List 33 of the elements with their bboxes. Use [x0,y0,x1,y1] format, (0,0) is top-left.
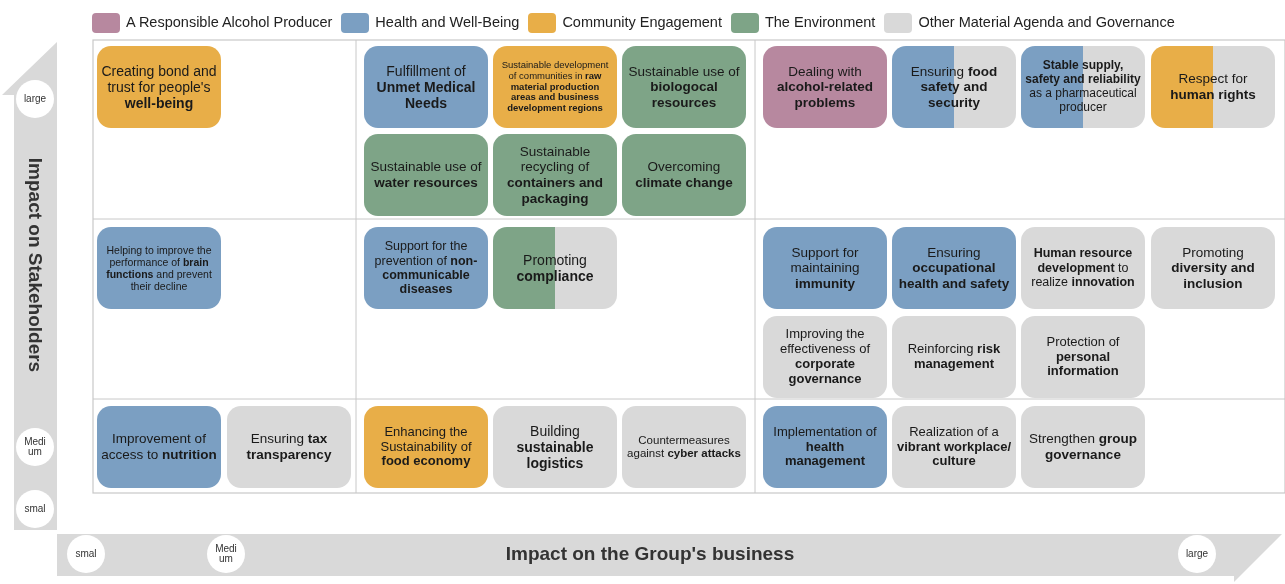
agenda-box: Strengthen group governance [1021,406,1145,488]
agenda-box: Improving the effectiveness of corporate governance [763,316,887,398]
agenda-box: Helping to improve the performance of brain functions and prevent their decline [97,227,221,309]
axis-title: Impact on the Group's business [505,541,795,566]
agenda-box: Improvement of access to nutrition [97,406,221,488]
agenda-box: Enhancing the Sustainability of food economy [364,406,488,488]
axis-title: Impact on Stakeholders [24,157,48,373]
agenda-box: Sustainable development of communities in raw material production areas and business development regions [493,46,617,128]
agenda-box: Dealing with alcohol-related problems [763,46,887,128]
agenda-box: Ensuring occupational health and safety [892,227,1016,309]
legend-label: The Environment [764,13,876,32]
agenda-box: Sustainable use of biologocal resources [622,46,746,128]
agenda-box: Implementation of health management [763,406,887,488]
agenda-box: Fulfillment of Unmet Medical Needs [364,46,488,128]
legend-label: Health and Well-Being [375,13,520,32]
agenda-box: Creating bond and trust for people's well-being [97,46,221,128]
agenda-box: Reinforcing risk management [892,316,1016,398]
agenda-box: Human resource development to realize innovation [1021,227,1145,309]
agenda-box: Promoting compliance [493,227,617,309]
agenda-box: Sustainable recycling of containers and packaging [493,134,617,216]
legend-label: Community Engagement [562,13,722,32]
agenda-box: Realization of a vibrant workplace/ culture [892,406,1016,488]
agenda-box: Promoting diversity and inclusion [1151,227,1275,309]
agenda-box: Sustainable use of water resources [364,134,488,216]
legend-label: Other Material Agenda and Governance [918,13,1175,32]
agenda-box: Overcoming climate change [622,134,746,216]
agenda-box: Ensuring tax transparency [227,406,351,488]
agenda-box: Support for the prevention of non-communicable diseases [364,227,488,309]
agenda-box: Building sustainable logistics [493,406,617,488]
agenda-box: Support for maintaining immunity [763,227,887,309]
agenda-box: Countermeasures against cyber attacks [622,406,746,488]
legend-label: A Responsible Alcohol Producer [126,13,333,32]
agenda-box: Protection of personal information [1021,316,1145,398]
